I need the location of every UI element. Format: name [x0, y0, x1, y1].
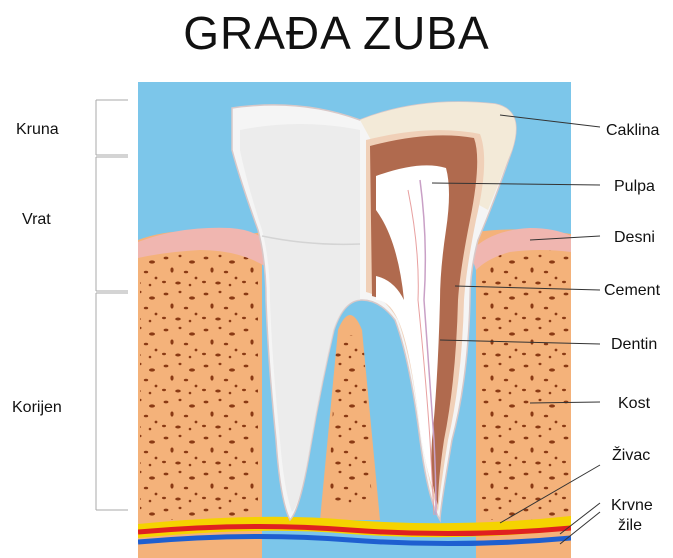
label-pulpa: Pulpa [614, 178, 655, 195]
region-brackets [96, 100, 128, 510]
label-krvne: Krvne [611, 497, 653, 514]
label-vrat: Vrat [22, 211, 51, 228]
label-korijen: Korijen [12, 399, 62, 416]
label-kruna: Kruna [16, 121, 59, 138]
label-caklina: Caklina [606, 122, 659, 139]
label-dentin: Dentin [611, 336, 657, 353]
label-desni: Desni [614, 229, 655, 246]
label-kost: Kost [618, 395, 651, 412]
label-cement: Cement [604, 282, 661, 299]
bracket-korijen [96, 293, 128, 510]
label-zile: žile [618, 517, 642, 534]
label-zivac: Živac [612, 445, 650, 464]
bracket-vrat [96, 157, 128, 291]
bracket-kruna [96, 100, 128, 155]
